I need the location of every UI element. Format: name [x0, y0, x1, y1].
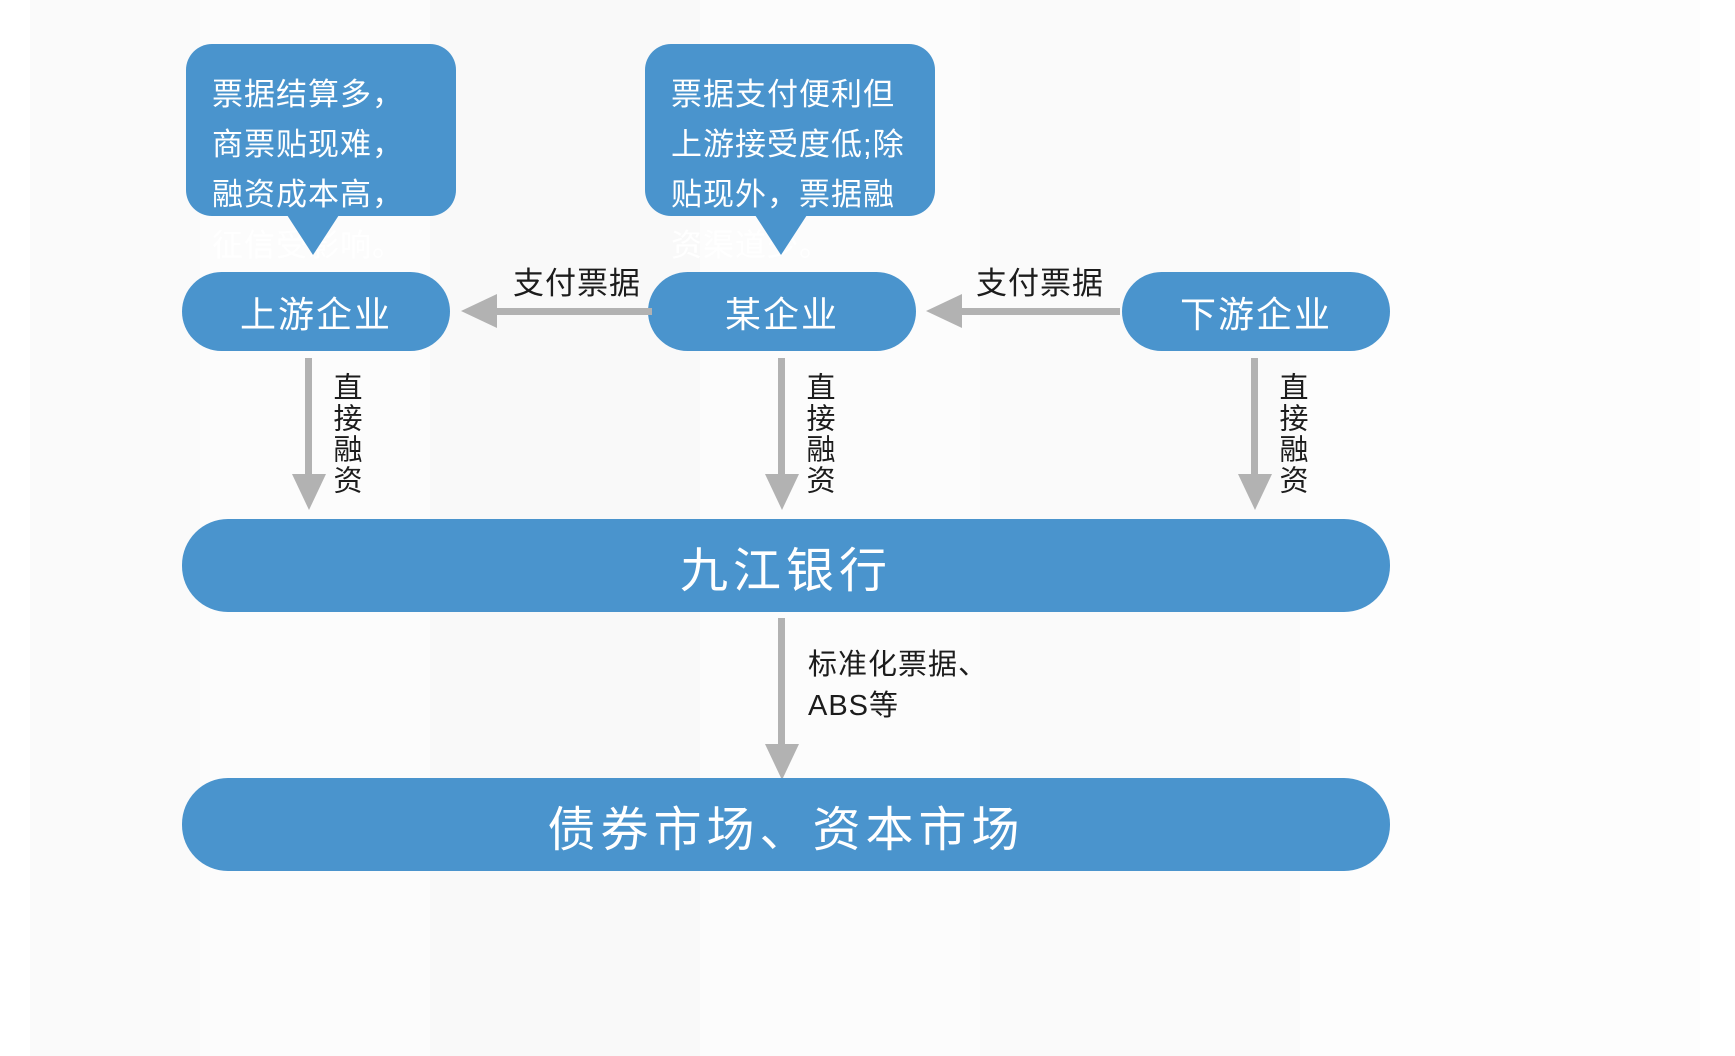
edge-direct-finance-1-shaft — [305, 358, 312, 476]
edge-pay-bill-1-shaft — [497, 308, 652, 315]
edge-direct-finance-3-arrowhead — [1238, 474, 1272, 510]
edge-pay-bill-2-arrowhead — [926, 294, 962, 328]
edge-securitize-shaft — [778, 618, 785, 746]
edge-pay-bill-1-arrowhead — [461, 294, 497, 328]
callout-upstream-tail — [287, 215, 339, 255]
edge-direct-finance-1-arrowhead — [292, 474, 326, 510]
node-market-label: 债券市场、资本市场 — [547, 803, 1025, 857]
edge-pay-bill-1-label: 支付票据 — [513, 266, 641, 301]
edge-direct-finance-2-arrowhead — [765, 474, 799, 510]
node-some-enterprise[interactable]: 某企业 — [648, 272, 916, 351]
node-downstream-enterprise[interactable]: 下游企业 — [1122, 272, 1390, 351]
edge-securitize-label: 标准化票据、 ABS等 — [808, 649, 989, 722]
node-market[interactable]: 债券市场、资本市场 — [182, 778, 1390, 871]
node-bank-label: 九江银行 — [679, 544, 892, 598]
node-upstream-enterprise-label: 上游企业 — [239, 293, 392, 335]
edge-direct-finance-3-label: 直接融资 — [1275, 372, 1307, 496]
node-upstream-enterprise[interactable]: 上游企业 — [182, 272, 450, 351]
edge-securitize-arrowhead — [765, 744, 799, 780]
callout-enterprise: 票据支付便利但上游接受度低;除贴现外，票据融资渠道少。 — [645, 44, 935, 263]
callout-upstream-enterprise: 票据结算多，商票贴现难，融资成本高，征信受影响。 — [186, 44, 456, 263]
callout-enterprise-tail — [755, 215, 807, 255]
edge-pay-bill-2-label: 支付票据 — [976, 266, 1104, 301]
edge-pay-bill-2-shaft — [962, 308, 1120, 315]
node-bank[interactable]: 九江银行 — [182, 519, 1390, 612]
edge-direct-finance-2-label: 直接融资 — [802, 372, 834, 496]
edge-direct-finance-3-shaft — [1251, 358, 1258, 476]
node-some-enterprise-label: 某企业 — [724, 293, 839, 335]
node-downstream-enterprise-label: 下游企业 — [1179, 293, 1332, 335]
edge-direct-finance-1-label: 直接融资 — [329, 372, 361, 496]
edge-direct-finance-2-shaft — [778, 358, 785, 476]
